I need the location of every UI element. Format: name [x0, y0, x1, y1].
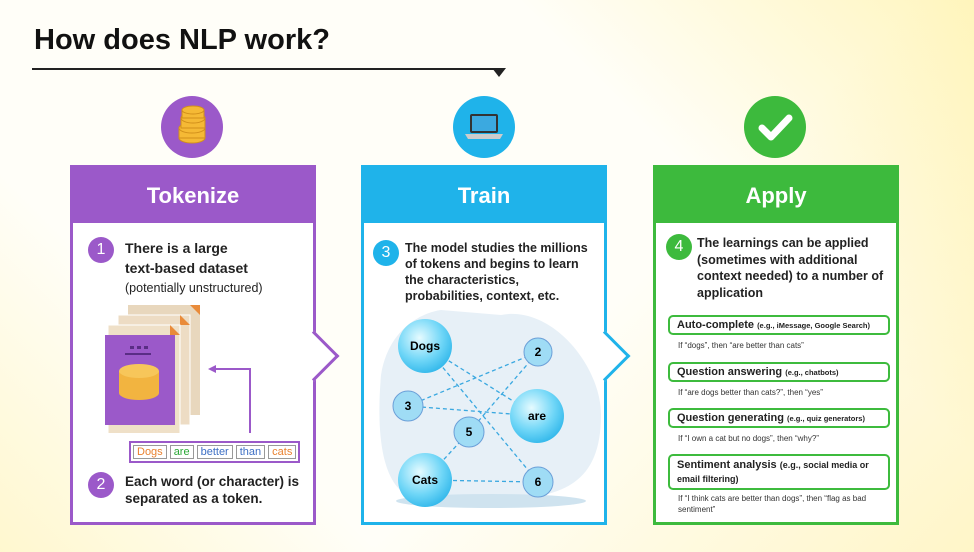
graph-edge [468, 351, 539, 433]
graph-node-label: 6 [535, 475, 542, 489]
graph-node-label: are [528, 409, 546, 423]
step-1-subtext: (potentially unstructured) [125, 281, 263, 295]
step-4-text: The learnings can be applied (sometimes … [697, 236, 884, 300]
graph-node-label: 2 [535, 345, 542, 359]
token: are [169, 445, 194, 459]
app-name: Sentiment analysis [677, 459, 777, 471]
app-name: Question generating [677, 412, 784, 424]
step-3-badge: 3 [373, 240, 399, 266]
graph-edge [424, 479, 539, 483]
token: better [196, 445, 233, 459]
step-1-text: There is a large text-based dataset (pot… [125, 238, 263, 298]
documents-database-icon [105, 305, 251, 433]
app-eg: (e.g., social media or email filtering) [677, 460, 869, 484]
app-name: Auto-complete [677, 319, 754, 331]
app-eg: (e.g., chatbots) [785, 368, 839, 377]
step-3-text: The model studies the millions of tokens… [405, 241, 588, 303]
token: Dogs [133, 445, 167, 459]
graph-node [398, 319, 452, 373]
apply-header: Apply [656, 168, 896, 223]
app-example: If “I own a cat but no dogs”, then “why?… [678, 434, 819, 443]
token: cats [268, 445, 297, 459]
step-1-line-1: There is a large [125, 240, 228, 256]
graph-node [522, 466, 554, 498]
divider-arrow [492, 68, 506, 77]
app-question-generating: Question generating (e.g., quiz generato… [668, 408, 890, 428]
step-1-badge: 1 [88, 237, 114, 263]
step-4-badge: 4 [666, 234, 692, 260]
graph-node-label: Dogs [410, 339, 440, 353]
graph-node [523, 337, 553, 367]
page-title: How does NLP work? [34, 24, 330, 56]
graph-edge [424, 345, 539, 483]
app-question-answering: Question answering (e.g., chatbots) [668, 362, 890, 382]
graph-node-label: 5 [466, 425, 473, 439]
train-panel: Train 3 The model studies the millions o… [361, 165, 631, 525]
step-1-line-2: text-based dataset [125, 260, 248, 276]
app-example: If “I think cats are better than dogs”, … [678, 494, 867, 514]
train-header: Train [364, 168, 604, 223]
step-2-text: Each word (or character) is separated as… [125, 474, 300, 506]
graph-node [453, 416, 485, 448]
app-auto-complete: Auto-complete (e.g., iMessage, Google Se… [668, 315, 890, 335]
laptop-icon [453, 96, 515, 158]
app-eg: (e.g., iMessage, Google Search) [757, 321, 871, 330]
graph-edge [407, 351, 539, 407]
app-example: If “dogs”, then “are better than cats” [678, 341, 804, 350]
app-sentiment-analysis: Sentiment analysis (e.g., social media o… [668, 454, 890, 490]
tokenize-panel: Tokenize 1 There is a large text-based d… [70, 165, 340, 525]
graph-node [398, 453, 452, 507]
checkmark-icon [744, 96, 806, 158]
coins-icon [161, 96, 223, 158]
app-eg: (e.g., quiz generators) [787, 414, 865, 423]
token: than [235, 445, 266, 459]
app-example: If “are dogs better than cats?”, then “y… [678, 388, 823, 397]
token-strip: Dogs are better than cats [129, 441, 301, 463]
apply-panel: Apply 4 The learnings can be applied (so… [653, 165, 899, 525]
title-divider [32, 68, 502, 70]
graph-node [510, 389, 564, 443]
tokenize-header: Tokenize [73, 168, 313, 223]
graph-node [392, 390, 424, 422]
graph-node-label: Cats [412, 473, 438, 487]
graph-node-label: 3 [405, 399, 412, 413]
step-2-badge: 2 [88, 472, 114, 498]
app-name: Question answering [677, 366, 783, 378]
